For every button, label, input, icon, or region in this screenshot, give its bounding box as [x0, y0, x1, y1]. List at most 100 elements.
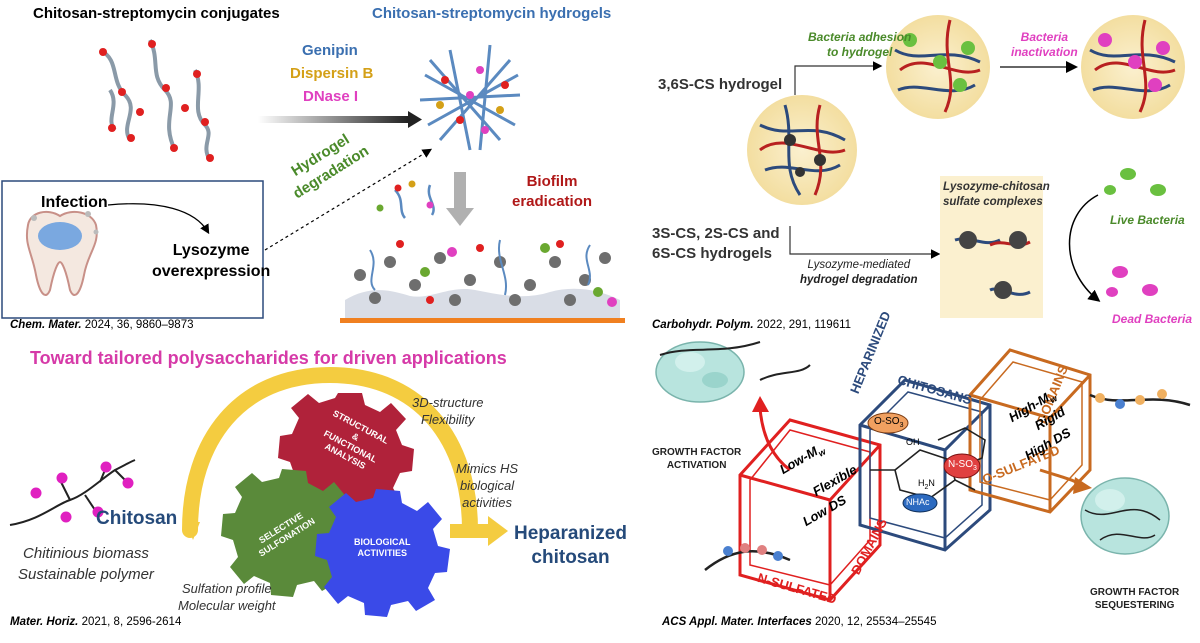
structure-label: 3D-structure Flexibility: [412, 394, 484, 428]
degradation-dashed-arrow: [264, 148, 433, 251]
oso3-label: O-SO: [874, 416, 900, 427]
mimics-line-2: biological: [459, 478, 515, 493]
lysozyme-degradation-line-2: hydrogel degradation: [800, 274, 918, 286]
complexes-icon: [954, 231, 1031, 299]
conjugate-strands-icon: [98, 39, 212, 162]
citation-journal: Carbohydr. Polym.: [652, 319, 754, 331]
hydrogel-36-icon: [747, 95, 857, 205]
oso3-badge: [867, 412, 909, 434]
yellow-arrow: [450, 524, 490, 538]
sulfation-line-2: Molecular weight: [178, 598, 276, 613]
citation-details: 2020, 12, 25534–25545: [811, 616, 937, 628]
sulfonation-gear-icon: [221, 469, 356, 597]
h2n-text: H2N: [918, 478, 935, 491]
degradation-arrow: [789, 226, 941, 259]
gear-biological-line-2: ACTIVITIES: [357, 548, 407, 558]
growth-sequestering-label: GROWTH FACTOR SEQUESTERING: [1090, 586, 1179, 612]
heparinized-cube: [858, 378, 992, 552]
growth-activation-line-2: ACTIVATION: [666, 460, 727, 471]
other-hydrogels-line-2: 6S-CS hydrogels: [652, 245, 773, 262]
crosslinker-dnase: DNase I: [303, 88, 359, 105]
chitosan-polymer-icon: [9, 459, 136, 526]
biofilm-icon: [340, 239, 625, 323]
panel-2: [747, 15, 1185, 318]
citation-journal: ACS Appl. Mater. Interfaces: [662, 616, 812, 628]
crosslink-arrowhead: [408, 111, 422, 128]
down-arrow: [454, 172, 466, 210]
mimics-line-1: Mimics HS: [456, 461, 519, 476]
inactivation-line-2: inactivation: [1011, 45, 1078, 59]
citation-acs: ACS Appl. Mater. Interfaces 2020, 12, 25…: [662, 616, 936, 628]
released-fragments: [376, 180, 435, 219]
citation-journal: Mater. Horiz.: [10, 616, 79, 628]
mimics-line-3: activities: [462, 495, 512, 510]
citation-chem-mater: Chem. Mater. 2024, 36, 9860–9873: [10, 319, 194, 331]
sequestering-arrow: [1039, 468, 1082, 487]
chitosan-label: Chitosan: [96, 508, 178, 529]
panel-3: [9, 366, 508, 617]
chitosan-units: [30, 461, 134, 523]
inactivation-label: Bacteria inactivation: [1011, 30, 1078, 60]
protein-activation-icon: [655, 341, 761, 403]
dead-bacteria-icon: [1106, 266, 1158, 297]
protein-sequestering-icon: [1080, 477, 1170, 555]
chain-right-beads: [1095, 389, 1167, 409]
citation-journal: Chem. Mater.: [10, 319, 82, 331]
hydrogel-36-label: 3,6S-CS hydrogel: [658, 76, 783, 93]
streptomycin-dots: [99, 40, 214, 162]
crosslinker-dispersin: Dispersin B: [290, 65, 374, 82]
nso3-text: N-SO3: [948, 459, 977, 472]
other-hydrogels-line-1: 3S-CS, 2S-CS and: [652, 225, 780, 242]
nhac-text: NHAc: [906, 497, 930, 507]
inactivation-line-1: Bacteria: [1020, 30, 1069, 44]
nhac-badge: [902, 493, 938, 513]
panel-headline: Toward tailored polysaccharides for driv…: [30, 348, 507, 368]
nso3-label: N-SO: [948, 459, 973, 470]
oso3-text: O-SO3: [874, 416, 904, 429]
biomass-label: Chitinious biomass Sustainable polymer: [18, 543, 154, 585]
growth-sequestering-line-2: SEQUESTERING: [1094, 600, 1175, 611]
citation-carbohydr: Carbohydr. Polym. 2022, 291, 119611: [652, 319, 851, 331]
heparanized-label: Heparanized chitosan: [514, 522, 627, 570]
infection-arrow: [107, 203, 210, 235]
chain-left-beads: [723, 543, 783, 561]
lysozyme-line-2: overexpression: [152, 263, 271, 280]
citation-details: 2021, 8, 2596-2614: [78, 616, 182, 628]
conjugates-title: Chitosan-streptomycin conjugates: [33, 5, 280, 22]
lysozyme-line-1: Lysozyme: [172, 242, 250, 259]
o-sulfated-cube: [968, 348, 1092, 514]
biological-gear-icon: [315, 489, 450, 617]
crosslinker-genipin: Genipin: [302, 42, 358, 59]
complexes-line-1: Lysozyme-chitosan: [943, 181, 1050, 193]
death-arrow: [1068, 194, 1101, 302]
oh-text: OH: [906, 437, 920, 447]
structure-line-2: Flexibility: [421, 412, 475, 427]
biomass-line-1: Chitinious biomass: [23, 545, 149, 562]
tooth-icon: [26, 210, 99, 296]
biofilm-line-1: Biofilm: [526, 173, 578, 190]
adhesion-line-2: to hydrogel: [827, 45, 893, 59]
adhesion-label: Bacteria adhesion to hydrogel: [808, 30, 911, 60]
hydrogels-title: Chitosan-streptomycin hydrogels: [372, 5, 612, 22]
panel-1: [1, 39, 625, 323]
live-bacteria-icon: [1104, 168, 1166, 196]
h2n-label: H: [918, 478, 925, 488]
growth-activation-line-1: GROWTH FACTOR: [652, 447, 742, 458]
heparanized-line-1: Heparanized: [514, 523, 627, 544]
structure-line-1: 3D-structure: [412, 395, 484, 410]
gear-biological-label: BIOLOGICAL ACTIVITIES: [354, 537, 411, 559]
live-bacteria-label: Live Bacteria: [1110, 213, 1185, 227]
complexes-line-2: sulfate complexes: [943, 196, 1043, 208]
growth-activation-label: GROWTH FACTOR ACTIVATION: [652, 446, 741, 472]
crosslink-arrow: [258, 116, 408, 123]
biomass-line-2: Sustainable polymer: [18, 566, 154, 583]
adhesion-line-1: Bacteria adhesion: [808, 30, 912, 44]
dead-bacteria-label: Dead Bacteria: [1112, 312, 1193, 326]
infection-label: Infection: [41, 194, 108, 211]
citation-details: 2024, 36, 9860–9873: [81, 319, 194, 331]
panel-4: [655, 341, 1191, 602]
heparanized-line-2: chitosan: [531, 547, 610, 568]
lysozyme-degradation-label: Lysozyme-mediated hydrogel degradation: [800, 258, 918, 288]
